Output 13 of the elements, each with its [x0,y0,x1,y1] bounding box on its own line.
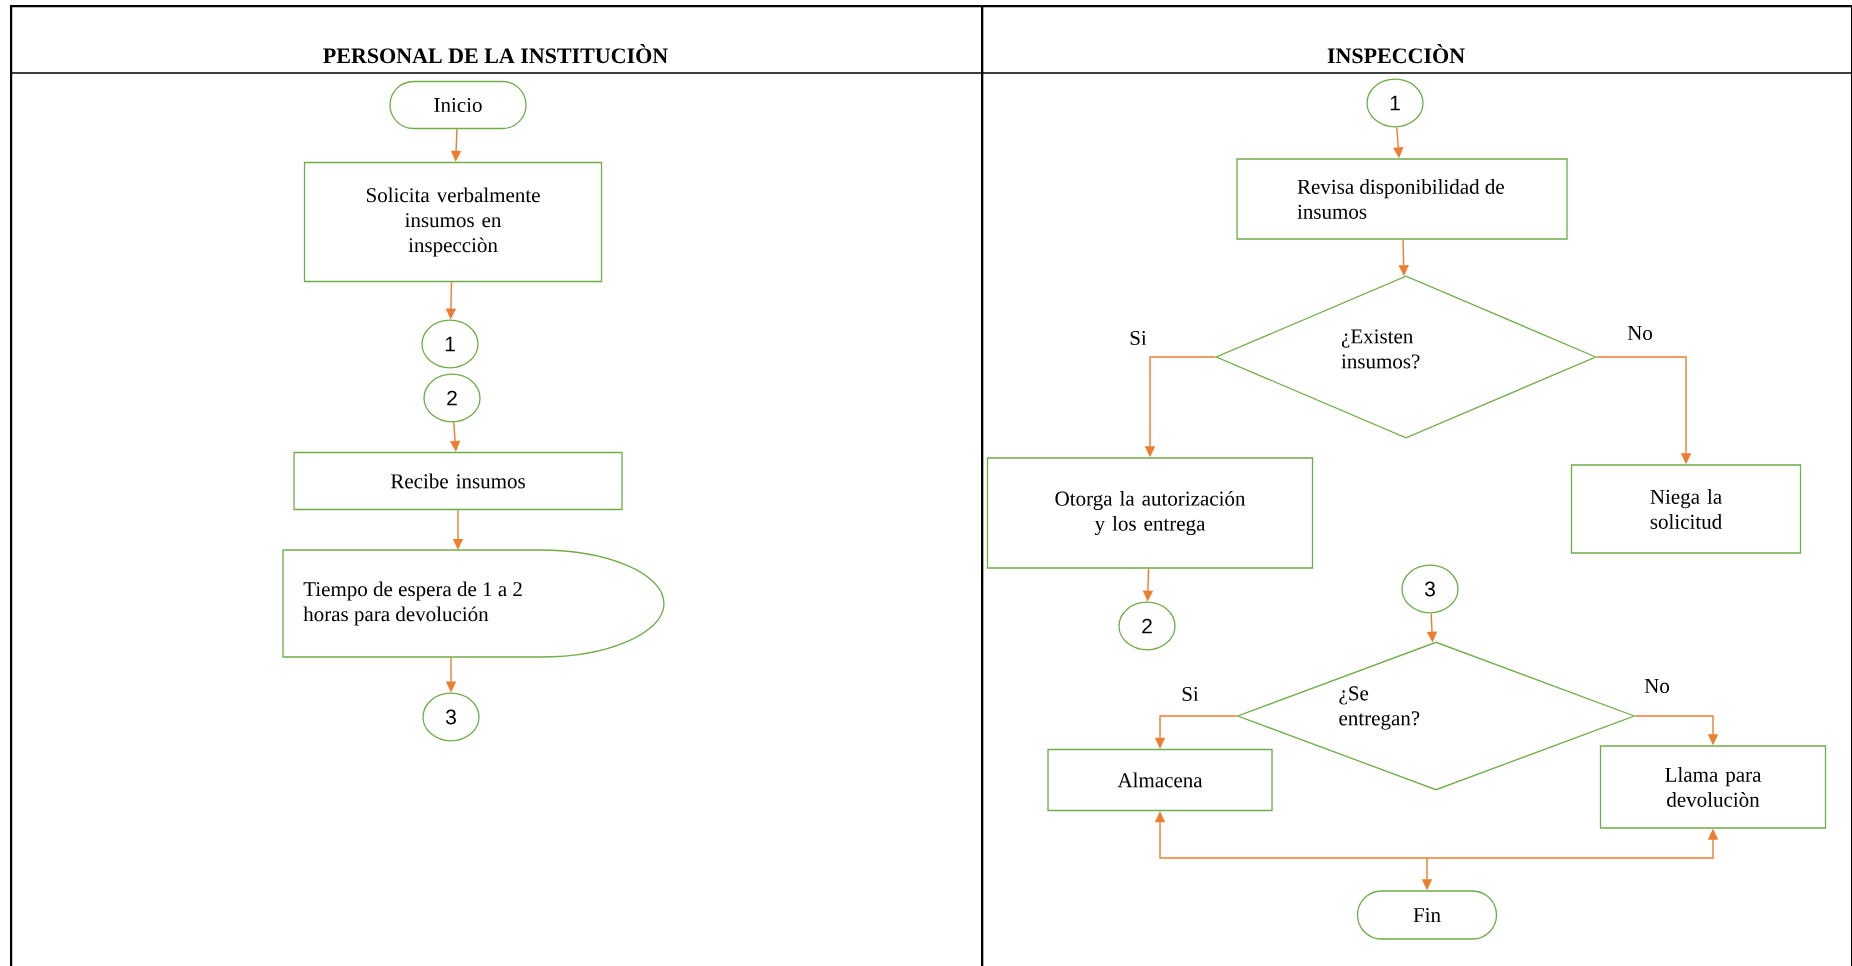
process-box: Otorga la autorización y los entrega [986,457,1314,569]
process-box: Almacena [1047,748,1273,812]
process-box: Revisa disponibilidad de insumos [1236,158,1568,240]
process-box: Solicita verbalmente insumos en inspecciòn [303,161,603,283]
terminal-box: Fin [1356,890,1498,940]
edge-label: Si [1180,685,1200,703]
edge-label: No [1626,325,1654,341]
process-box: Recibe insumos [293,451,623,511]
process-box: Niega la solicitud [1570,464,1802,554]
terminal-box: Inicio [389,80,527,130]
process-box: Llama para devoluciòn [1599,745,1827,829]
edge-label: No [1643,678,1671,694]
edge-label: Si [1128,329,1148,347]
